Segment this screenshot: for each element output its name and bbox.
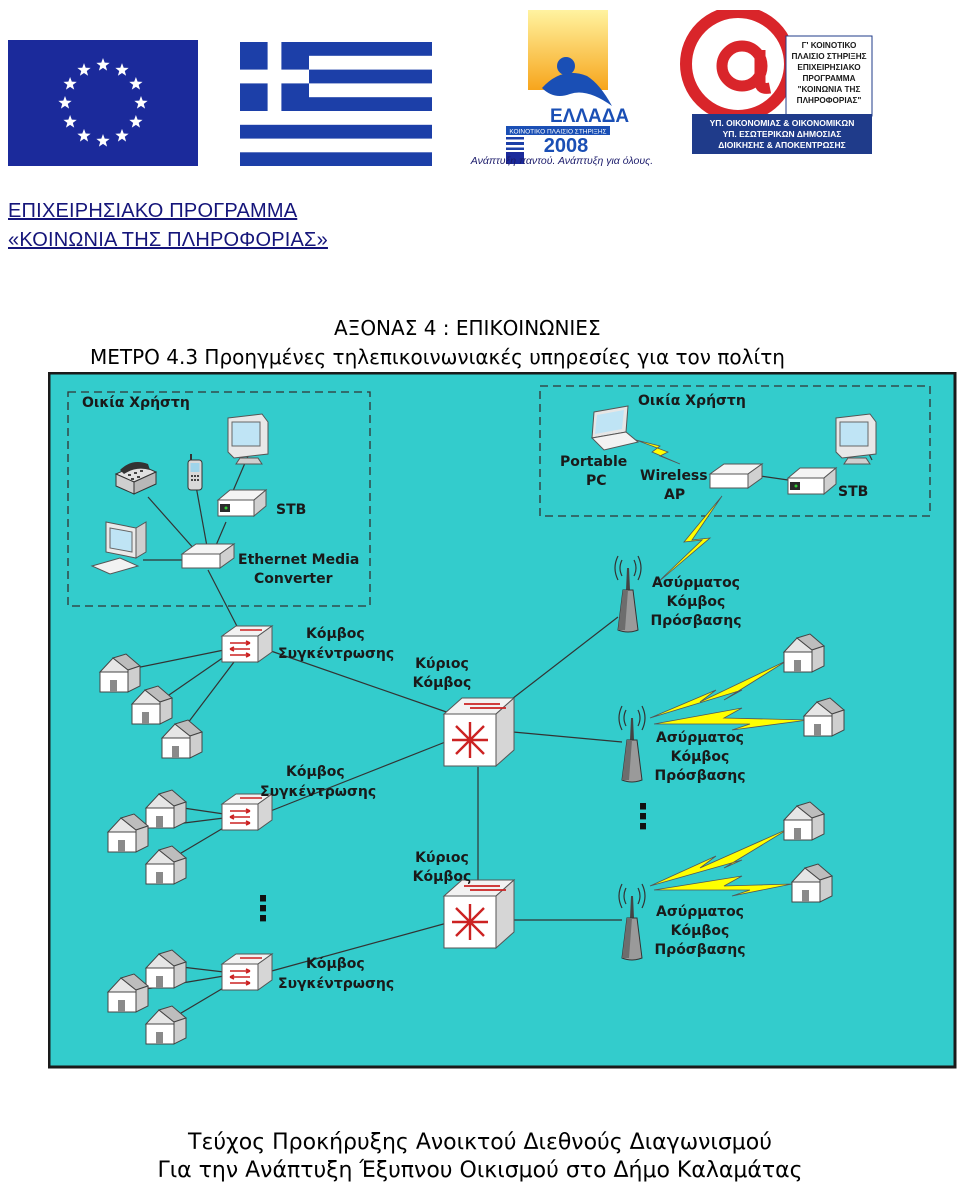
aggregation-switch-icon [221, 625, 273, 663]
network-diagram: Οικία Χρήστη STB Ethernet Media Converte… [47, 371, 958, 1070]
main-switch-icon [442, 878, 516, 950]
wireless-node-3-label-line3: Πρόσβασης [654, 942, 745, 958]
infosoc-ministry-line: ΔΙΟΙΚΗΣΗΣ & ΑΠΟΚΕΝΤΡΩΣΗΣ [718, 140, 845, 150]
wireless-node-3-label-line1: Ασύρματος [656, 904, 744, 920]
wireless-node-1-label-line1: Ασύρματος [652, 575, 740, 591]
infosoc-box-line: Γ' ΚΟΙΝΟΤΙΚΟ [802, 41, 857, 50]
aggregation-node-2-label-line1: Κόμβος [286, 764, 345, 780]
portable-pc-label-line1: Portable [560, 454, 627, 470]
greek-flag-logo [240, 42, 432, 166]
aggregation-switch-icon [221, 953, 273, 991]
star-icon [63, 77, 77, 90]
emc-label-line2: Converter [254, 571, 333, 587]
stb-icon [217, 489, 267, 517]
home-left-title: Οικία Χρήστη [82, 395, 190, 411]
home-right-title: Οικία Χρήστη [638, 393, 746, 409]
wireless-bolt-icon [635, 439, 681, 465]
infosoc-box-line: ΠΡΟΓΡΑΜΜΑ [803, 74, 856, 83]
ellada-2008-logo: ΕΛΛΑΔΑ ΚΟΙΝΟΤΙΚΟ ΠΛΑΙΣΙΟ ΣΤΗΡΙΞΗΣ 2008 Α… [462, 6, 662, 168]
portable-pc-label-line2: PC [586, 473, 607, 489]
star-icon [129, 77, 143, 90]
measure-title: ΜΕΤΡΟ 4.3 Προηγμένες τηλεπικοινωνιακές υ… [90, 345, 785, 369]
aggregation-node-1-label-line1: Κόμβος [306, 626, 365, 642]
main-node-1-label-line1: Κύριος [415, 656, 469, 672]
footer-line1: Τεύχος Προκήρυξης Ανοικτού Διεθνούς Διαγ… [188, 1130, 772, 1155]
aggregation-node-3-label-line2: Συγκέντρωσης [278, 976, 394, 992]
star-icon [77, 63, 91, 76]
emc-label-line1: Ethernet Media [238, 552, 359, 568]
stb-label: STB [276, 502, 306, 518]
infosoc-box-line: ΠΛΗΡΟΦΟΡΙΑΣ" [797, 96, 862, 105]
star-icon [77, 128, 91, 142]
home-box-left [67, 391, 371, 607]
aggregation-node-2-label-line2: Συγκέντρωσης [260, 784, 376, 800]
infosoc-logo: Γ' ΚΟΙΝΟΤΙΚΟ ΠΛΑΙΣΙΟ ΣΤΗΡΙΞΗΣ ΕΠΙΧΕΙΡΗΣΙ… [674, 6, 874, 156]
programme-title-line2: «ΚΟΙΝΩΝΙΑ ΤΗΣ ΠΛΗΡΟΦΟΡΙΑΣ» [8, 229, 328, 251]
infosoc-box-line: ΠΛΑΙΣΙΟ ΣΤΗΡΙΞΗΣ [791, 52, 866, 61]
wireless-bolt-icon [655, 495, 723, 585]
wireless-node-1-label-line2: Κόμβος [667, 594, 726, 610]
aggregation-node-3-label-line1: Κόμβος [306, 956, 365, 972]
ellada-sub: ΚΟΙΝΟΤΙΚΟ ΠΛΑΙΣΙΟ ΣΤΗΡΙΞΗΣ [509, 129, 606, 136]
ellada-slogan: Ανάπτυξη παντού. Ανάπτυξη για όλους. [470, 155, 653, 167]
wireless-ap-label-line1: Wireless [640, 468, 708, 484]
axis-title: ΑΞΟΝΑΣ 4 : ΕΠΙΚΟΙΝΩΝΙΕΣ [334, 316, 601, 340]
infosoc-box-line: ΕΠΙΧΕΙΡΗΣΙΑΚΟ [797, 63, 861, 72]
eu-flag-logo [8, 40, 198, 166]
star-icon [134, 96, 148, 109]
stb-icon [787, 467, 837, 495]
star-icon [115, 63, 129, 76]
programme-title-line1: ΕΠΙΧΕΙΡΗΣΙΑΚΟ ΠΡΟΓΡΑΜΜΑ [8, 200, 298, 222]
star-icon [96, 58, 110, 71]
wireless-ap-label-line2: AP [664, 487, 685, 503]
greek-flag-icon [240, 42, 432, 166]
wireless-node-3-label-line2: Κόμβος [671, 923, 730, 939]
aggregation-node-1-label-line2: Συγκέντρωσης [278, 646, 394, 662]
wireless-node-2-label-line3: Πρόσβασης [654, 768, 745, 784]
wireless-node-1-label-line3: Πρόσβασης [650, 613, 741, 629]
main-switch-icon [442, 696, 516, 768]
eu-flag-icon [8, 40, 198, 166]
star-icon [63, 115, 77, 128]
main-node-2-label-line2: Κόμβος [413, 869, 472, 885]
ellipsis-left: ⋮ [246, 889, 280, 929]
home-box-right [539, 385, 931, 517]
main-node-1-label-line2: Κόμβος [413, 675, 472, 691]
ellipsis-right: ⋮ [626, 797, 660, 837]
infosoc-box-line: "ΚΟΙΝΩΝΙΑ ΤΗΣ [798, 85, 861, 94]
wireless-node-2-label-line1: Ασύρματος [656, 730, 744, 746]
wireless-node-2-label-line2: Κόμβος [671, 749, 730, 765]
ellada-name: ΕΛΛΑΔΑ [550, 106, 629, 127]
ellada-year: 2008 [544, 135, 589, 157]
infosoc-ministry-line: ΥΠ. ΟΙΚΟΝΟΜΙΑΣ & ΟΙΚΟΝΟΜΙΚΩΝ [710, 118, 855, 128]
main-node-2-label-line1: Κύριος [415, 850, 469, 866]
star-icon [58, 96, 72, 109]
star-icon [129, 115, 143, 128]
infosoc-ministry-line: ΥΠ. ΕΣΩΤΕΡΙΚΩΝ ΔΗΜΟΣΙΑΣ [723, 129, 842, 139]
stb-label-right: STB [838, 484, 868, 500]
star-icon [115, 128, 129, 142]
footer-line2: Για την Ανάπτυξη Έξυπνου Οικισμού στο Δή… [157, 1158, 803, 1183]
star-icon [96, 134, 110, 147]
